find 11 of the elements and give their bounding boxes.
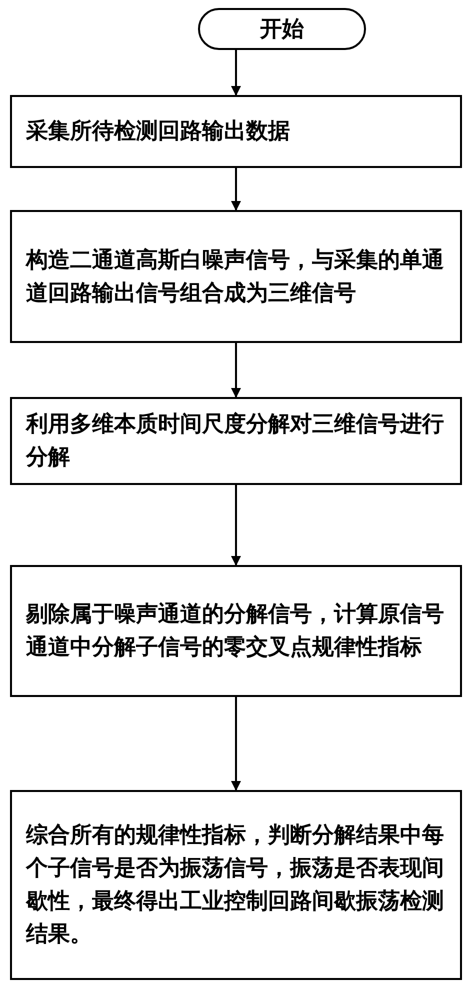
process-box: 构造二通道高斯白噪声信号，与采集的单通道回路输出信号组合成为三维信号	[10, 210, 462, 343]
arrow	[231, 168, 241, 211]
process-box: 综合所有的规律性指标，判断分解结果中每个子信号是否为振荡信号，振荡是否表现间歇性，最终得出工业控制回路间歇振荡检测结果。	[10, 790, 462, 980]
process-box: 采集所待检测回路输出数据	[10, 95, 462, 168]
arrow	[231, 697, 241, 791]
arrow	[231, 343, 241, 398]
process-box: 剔除属于噪声通道的分解信号，计算原信号通道中分解子信号的零交叉点规律性指标	[10, 565, 462, 697]
process-box: 利用多维本质时间尺度分解对三维信号进行分解	[10, 397, 462, 485]
arrow	[231, 50, 241, 96]
arrow	[231, 485, 241, 566]
start-terminal: 开始	[198, 8, 366, 50]
